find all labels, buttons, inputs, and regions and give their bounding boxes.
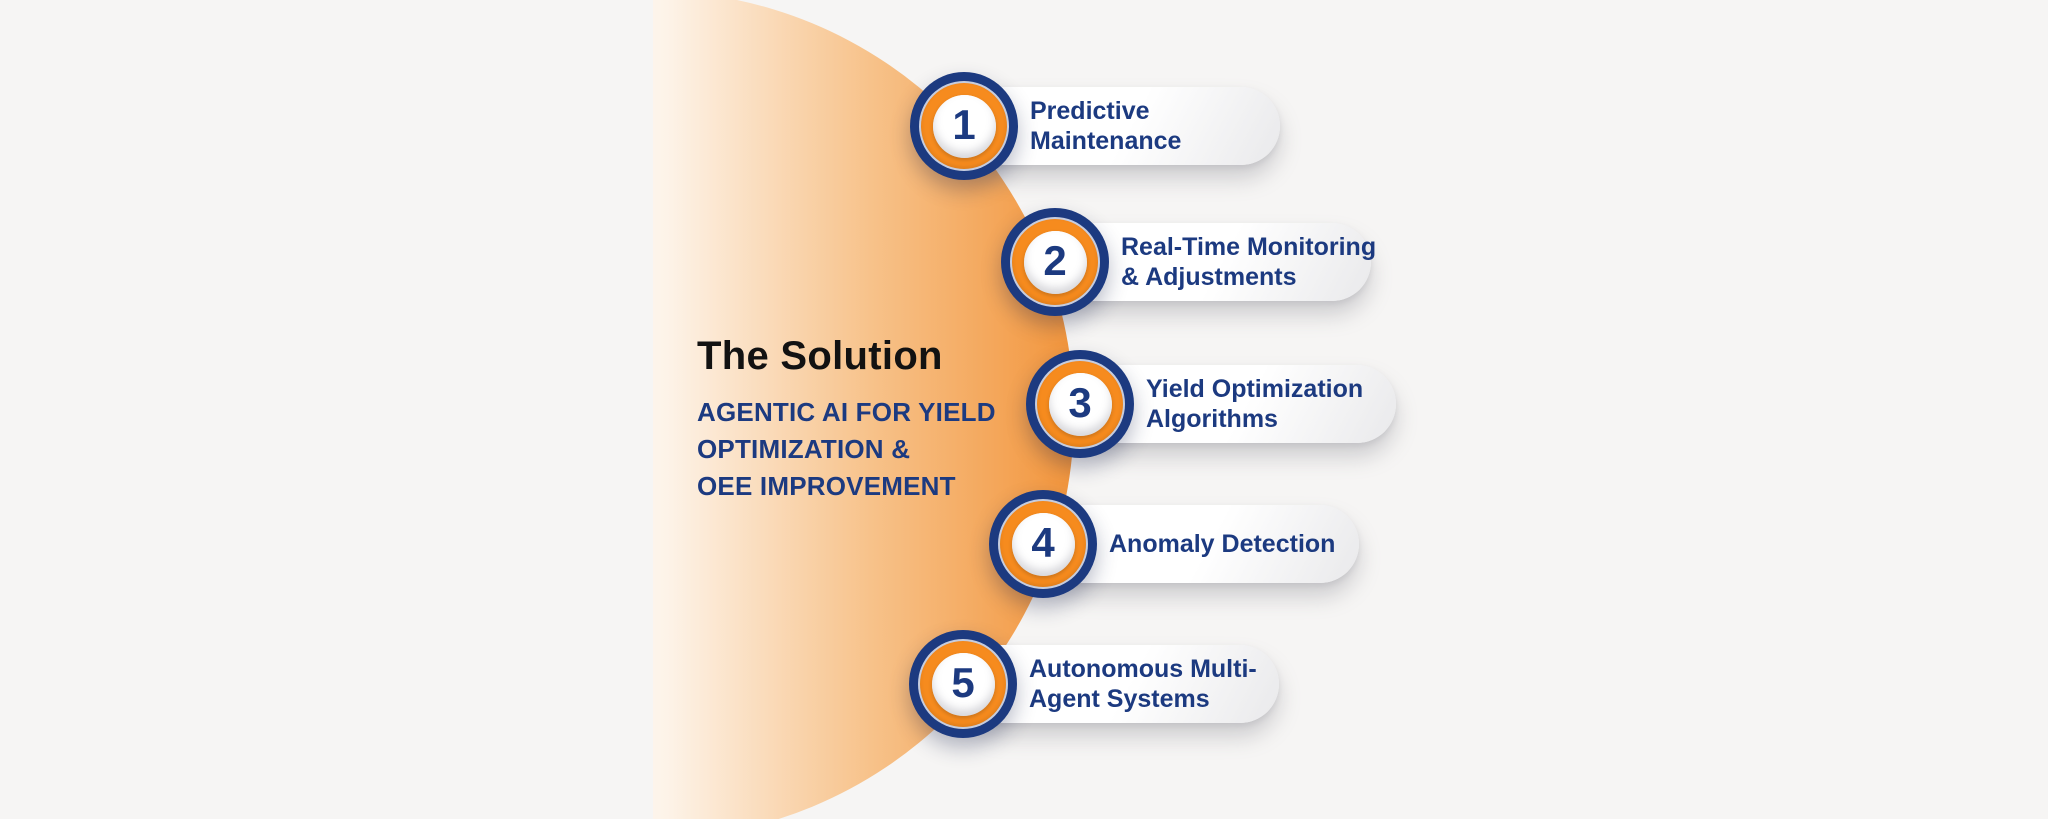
page-subtitle: AGENTIC AI FOR YIELD OPTIMIZATION & OEE …	[697, 394, 996, 505]
badge-orange-ring: 5	[920, 641, 1006, 727]
step-number-badge: 2	[1001, 208, 1109, 316]
step-number: 3	[1068, 379, 1092, 426]
step-label-line: Algorithms	[1146, 405, 1278, 433]
step-number: 1	[952, 101, 976, 148]
step-row-5: Autonomous Multi- Agent Systems 5	[909, 630, 1299, 740]
step-number-badge: 1	[910, 72, 1018, 180]
step-number: 2	[1043, 237, 1067, 284]
step-number-badge: 3	[1026, 350, 1134, 458]
badge-white-core: 2	[1023, 230, 1087, 294]
step-label-line: Real-Time Monitoring	[1121, 233, 1377, 261]
badge-orange-ring: 3	[1037, 361, 1123, 447]
step-label-line: Maintenance	[1030, 127, 1182, 155]
badge-white-core: 3	[1048, 372, 1112, 436]
step-label-line: & Adjustments	[1121, 263, 1297, 291]
badge-white-core: 1	[932, 94, 996, 158]
subtitle-line-2: OPTIMIZATION &	[697, 434, 911, 464]
badge-orange-ring: 2	[1012, 219, 1098, 305]
step-row-2: Real-Time Monitoring & Adjustments 2	[1001, 208, 1391, 318]
step-number-badge: 5	[909, 630, 1017, 738]
step-row-1: Predictive Maintenance 1	[910, 72, 1300, 182]
step-number: 4	[1031, 519, 1055, 566]
subtitle-line-1: AGENTIC AI FOR YIELD	[697, 397, 996, 427]
badge-white-core: 5	[931, 652, 995, 716]
subtitle-line-3: OEE IMPROVEMENT	[697, 471, 956, 501]
step-number-badge: 4	[989, 490, 1097, 598]
badge-white-core: 4	[1011, 512, 1075, 576]
step-label-line: Agent Systems	[1029, 685, 1210, 713]
badge-orange-ring: 4	[1000, 501, 1086, 587]
step-number: 5	[951, 659, 975, 706]
badge-orange-ring: 1	[921, 83, 1007, 169]
step-label-line: Anomaly Detection	[1109, 530, 1336, 558]
step-row-3: Yield Optimization Algorithms 3	[1026, 350, 1416, 460]
step-label-line: Predictive	[1030, 97, 1150, 125]
page-title: The Solution	[697, 334, 943, 378]
step-label-line: Yield Optimization	[1146, 375, 1364, 403]
step-label-line: Autonomous Multi-	[1029, 655, 1257, 683]
step-row-4: Anomaly Detection 4	[989, 490, 1379, 600]
